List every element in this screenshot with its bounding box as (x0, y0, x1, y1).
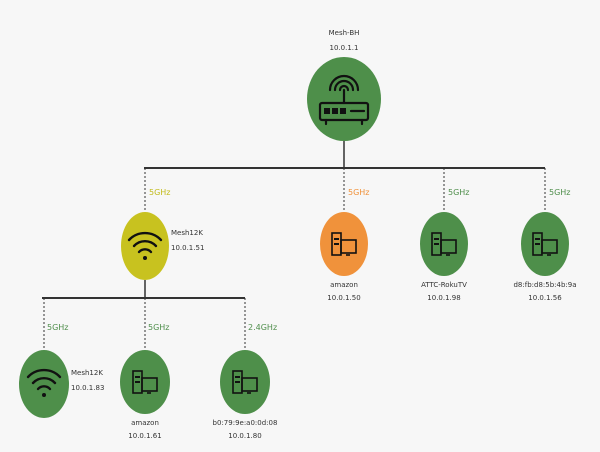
computer-icon (232, 370, 258, 394)
computer-icon (532, 232, 558, 256)
node-mac-2[interactable]: b0:79:9e:a0:0d:08 10.0.1.80 (213, 350, 278, 440)
computer-icon (132, 370, 158, 394)
node-mesh12k-2[interactable]: Mesh12K 10.0.1.83 (19, 350, 104, 418)
computer-icon (331, 232, 357, 256)
node-ip: 10.0.1.80 (228, 432, 261, 440)
node-circle (19, 350, 69, 418)
node-name: Mesh12K (171, 229, 203, 237)
node-ip: 10.0.1.61 (128, 432, 161, 440)
node-ip: 10.0.1.56 (528, 294, 562, 302)
band-labels: 5GHz 5GHz 5GHz 5GHz 5GHz 5GHz 2.4GHz (47, 188, 571, 332)
node-mesh-bh[interactable]: Mesh-BH 10.0.1.1 (307, 29, 381, 141)
node-circle (521, 212, 569, 276)
wifi-icon (127, 231, 163, 260)
node-name: ATTC-RokuTV (421, 281, 467, 289)
node-name: Mesh-BH (329, 29, 360, 37)
node-ip: 10.0.1.51 (171, 244, 204, 252)
node-amazon-1[interactable]: amazon 10.0.1.50 (320, 212, 368, 302)
node-circle (120, 350, 170, 414)
band-label-mac-2: 2.4GHz (248, 323, 277, 332)
band-label-mesh12k: 5GHz (149, 188, 171, 197)
node-ip: 10.0.1.83 (71, 384, 104, 392)
node-circle (320, 212, 368, 276)
node-ip: 10.0.1.98 (427, 294, 460, 302)
band-label-mac-1: 5GHz (549, 188, 571, 197)
node-circle (220, 350, 270, 414)
node-mac-1[interactable]: d8:fb:d8:5b:4b:9a 10.0.1.56 (513, 212, 577, 302)
node-name: amazon (131, 419, 159, 427)
node-ip: 10.0.1.1 (330, 44, 359, 52)
node-amazon-2[interactable]: amazon 10.0.1.61 (120, 350, 170, 440)
router-icon (318, 74, 370, 126)
connections (42, 141, 546, 350)
node-mesh12k[interactable]: Mesh12K 10.0.1.51 (121, 212, 204, 280)
node-name: b0:79:9e:a0:0d:08 (213, 419, 278, 427)
band-label-amazon-1: 5GHz (348, 188, 370, 197)
node-name: d8:fb:d8:5b:4b:9a (513, 281, 576, 289)
node-ip: 10.0.1.50 (327, 294, 360, 302)
wifi-icon (26, 368, 62, 397)
band-label-roku: 5GHz (448, 188, 470, 197)
node-roku[interactable]: ATTC-RokuTV 10.0.1.98 (420, 212, 468, 302)
band-label-amazon-2: 5GHz (148, 323, 170, 332)
node-circle (121, 212, 169, 280)
band-label-mesh12k-2: 5GHz (47, 323, 69, 332)
node-name: Mesh12K (71, 369, 103, 377)
node-circle (420, 212, 468, 276)
computer-icon (431, 232, 457, 256)
node-name: amazon (330, 281, 358, 289)
